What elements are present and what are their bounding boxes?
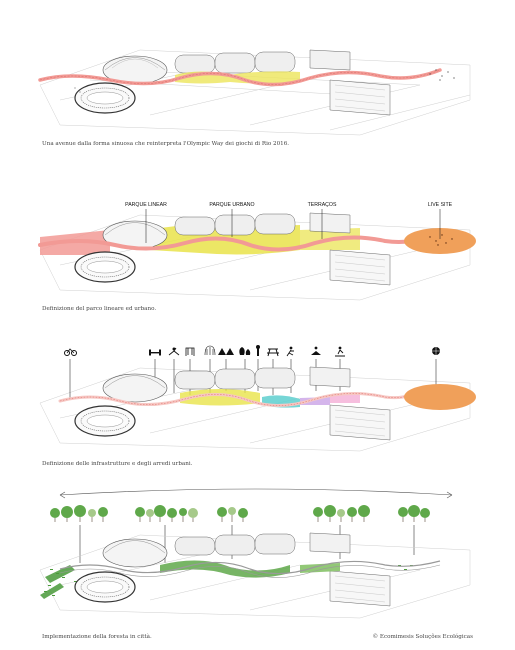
diagram-panel-1: Una avenue dalla forma sinuosa che reint…: [0, 40, 515, 147]
picnic-table-icon: [267, 348, 279, 357]
panel-caption: Implementazione della foresta in città.: [42, 634, 152, 640]
playground-icon: [185, 347, 195, 356]
rectangular-hall: [309, 212, 391, 286]
fountain-icon: [204, 345, 216, 356]
rectangular-hall: [309, 532, 391, 607]
diagram-panel-4: Implementazione della foresta in città. …: [0, 485, 515, 640]
urban-furniture-icons: [64, 345, 440, 357]
live-site-zone: [404, 228, 476, 254]
arena-buildings: [174, 533, 296, 556]
axonometric-site-plan: [38, 49, 471, 136]
stadium: [74, 82, 136, 114]
skate-icon: [335, 346, 345, 357]
span-arrow: [59, 488, 453, 499]
rectangular-hall: [309, 366, 391, 441]
label-parque-urbano: PARQUE URBANO: [209, 202, 254, 208]
running-icon: [286, 346, 294, 357]
scatter-points: [74, 69, 455, 93]
arena-buildings: [174, 51, 296, 74]
tent-icon: [218, 348, 234, 355]
bicycle-icon: [64, 348, 77, 356]
stadium: [74, 251, 136, 283]
label-live-site: LIVE SITE: [428, 202, 453, 208]
diagram-panel-2: PARQUE LINEAR PARQUE URBANO TERRAÇOS LIV…: [0, 195, 515, 315]
rectangular-hall: [309, 49, 391, 116]
tree-icons: [50, 505, 430, 522]
panel-caption: Definizione del parco lineare ed urbano.: [42, 306, 157, 312]
axonometric-park-plan: PARQUE LINEAR PARQUE URBANO TERRAÇOS LIV…: [38, 202, 476, 301]
label-parque-linear: PARQUE LINEAR: [125, 202, 167, 208]
stadium: [74, 571, 136, 603]
garden-icon: [239, 347, 251, 355]
sinuous-avenue: [59, 560, 441, 575]
stadium: [74, 405, 136, 437]
panel-caption: Definizione delle infrastrutture e degli…: [42, 461, 193, 467]
callout-lines: [145, 209, 441, 243]
live-site-zone: [404, 384, 476, 410]
diagram-panel-3: Definizione delle infrastrutture e degli…: [0, 343, 515, 467]
meditation-icon: [311, 346, 321, 355]
sinuous-avenue: [38, 235, 412, 252]
dumbbell-icon: [149, 349, 161, 356]
image-credit: © Ecomimesis Soluções Ecológicas: [372, 634, 473, 640]
lamp-icon: [256, 345, 260, 356]
axonometric-forest-plan: [39, 488, 471, 619]
velodrome-building: [102, 55, 168, 85]
axonometric-infrastructure-plan: [39, 345, 476, 452]
label-terracos: TERRAÇOS: [308, 202, 337, 208]
velodrome-building: [102, 538, 168, 568]
arena-buildings: [174, 367, 296, 390]
arena-buildings: [174, 213, 296, 236]
workout-icon: [168, 347, 180, 356]
event-icon: [432, 347, 440, 355]
panel-caption: Una avenue dalla forma sinuosa che reint…: [42, 141, 290, 147]
velodrome-building: [102, 373, 168, 403]
